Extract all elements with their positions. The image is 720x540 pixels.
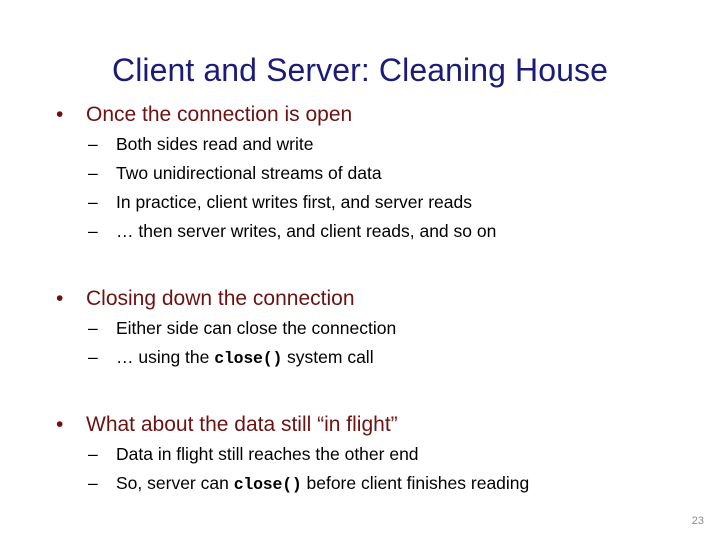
bullet-level2-item: – Both sides read and write <box>0 130 720 159</box>
bullet-level1-heading: • Once the connection is open <box>0 100 720 130</box>
bullet-group-3: • What about the data still “in flight” … <box>0 410 720 499</box>
bullet-level2-item: – … then server writes, and client reads… <box>0 217 720 246</box>
bullet-level2-text-after: before client finishes reading <box>301 473 530 493</box>
bullet-level1-heading: • What about the data still “in flight” <box>0 410 720 440</box>
page-number: 23 <box>691 515 704 527</box>
dash-icon: – <box>88 347 98 367</box>
bullet-level2-item: – Either side can close the connection <box>0 314 720 343</box>
dash-icon: – <box>88 221 98 241</box>
slide-body: • Once the connection is open – Both sid… <box>0 100 720 499</box>
bullet-level2-label: Both sides read and write <box>116 134 314 154</box>
bullet-group-2: • Closing down the connection – Either s… <box>0 284 720 373</box>
bullet-level2-item: – … using the close() system call <box>0 343 720 373</box>
bullet-level2-item: – Two unidirectional streams of data <box>0 159 720 188</box>
bullet-level2-item: – In practice, client writes first, and … <box>0 188 720 217</box>
bullet-level2-text-before: So, server can <box>116 473 234 493</box>
bullet-level2-label: Data in flight still reaches the other e… <box>116 444 419 464</box>
inline-code-close: close() <box>233 475 302 494</box>
dash-icon: – <box>88 192 98 212</box>
bullet-level2-item: – Data in flight still reaches the other… <box>0 440 720 469</box>
bullet-dot-icon: • <box>56 413 64 436</box>
bullet-level2-label: Either side can close the connection <box>116 318 397 338</box>
bullet-level1-label: Closing down the connection <box>86 287 355 310</box>
bullet-level1-heading: • Closing down the connection <box>0 284 720 314</box>
bullet-group-1: • Once the connection is open – Both sid… <box>0 100 720 246</box>
dash-icon: – <box>88 318 98 338</box>
bullet-dot-icon: • <box>56 287 64 310</box>
bullet-level2-label: Two unidirectional streams of data <box>116 163 382 183</box>
dash-icon: – <box>88 444 98 464</box>
bullet-level2-label: In practice, client writes first, and se… <box>116 192 472 212</box>
bullet-level2-text-after: system call <box>282 347 374 367</box>
bullet-level2-text-before: … using the <box>116 347 215 367</box>
page-title: Client and Server: Cleaning House <box>111 52 609 89</box>
dash-icon: – <box>88 473 98 493</box>
dash-icon: – <box>88 134 98 154</box>
bullet-dot-icon: • <box>56 103 64 126</box>
inline-code-close: close() <box>214 349 283 368</box>
bullet-level1-label: What about the data still “in flight” <box>86 413 398 436</box>
bullet-level2-label: … then server writes, and client reads, … <box>116 221 497 241</box>
dash-icon: – <box>88 163 98 183</box>
bullet-level1-label: Once the connection is open <box>86 103 353 126</box>
bullet-level2-item: – So, server can close() before client f… <box>0 469 720 499</box>
